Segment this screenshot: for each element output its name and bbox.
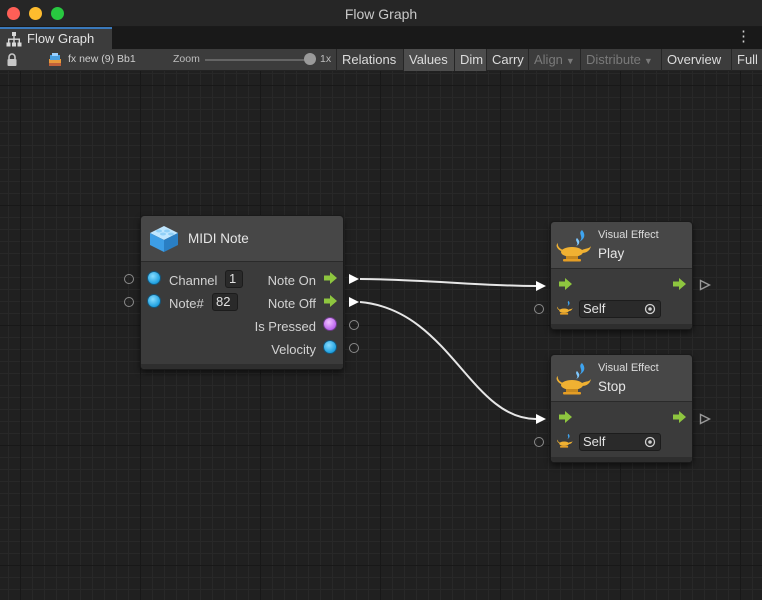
is-pressed-port-dot[interactable] [323, 317, 337, 331]
play-node-title: Play [598, 246, 625, 261]
is-pressed-label: Is Pressed [254, 319, 316, 334]
note-on-output-arrow[interactable] [348, 273, 360, 285]
genie-lamp-icon [557, 300, 573, 315]
stop-target-input-port[interactable] [534, 437, 544, 447]
play-target-input-port[interactable] [534, 304, 544, 314]
midi-note-title: MIDI Note [188, 231, 249, 246]
midi-note-header[interactable]: MIDI Note [141, 216, 343, 262]
zoom-label: Zoom [173, 53, 200, 65]
minimize-window-button[interactable] [29, 7, 42, 20]
stop-exit-control-port[interactable] [673, 411, 686, 423]
relations-button[interactable]: Relations [336, 49, 404, 71]
graph-toolbar: fx new (9) Bb1 Zoom 1x Relations Values … [0, 49, 762, 71]
note-off-output-arrow[interactable] [348, 296, 360, 308]
relations-label: Relations [342, 52, 397, 67]
tab-flow-graph[interactable]: Flow Graph [0, 27, 112, 49]
genie-lamp-icon [557, 433, 573, 448]
stop-enter-control-port[interactable] [559, 411, 572, 423]
stop-node-footer [551, 457, 692, 462]
overview-button[interactable]: Overview [661, 49, 731, 71]
note-number-value-field[interactable]: 82 [212, 293, 238, 311]
play-target-field[interactable]: Self [579, 300, 661, 318]
kebab-menu-icon[interactable]: ⋮ [736, 28, 751, 45]
zoom-slider-thumb[interactable] [304, 53, 316, 65]
note-number-port-dot[interactable] [147, 294, 161, 308]
stop-target-field[interactable]: Self [579, 433, 661, 451]
note-off-control-port[interactable] [324, 295, 337, 307]
tab-label: Flow Graph [27, 31, 95, 46]
dim-label: Dim [460, 52, 484, 67]
asset-label[interactable]: fx new (9) Bb1 [68, 53, 136, 65]
channel-input-port[interactable] [124, 274, 134, 284]
values-label: Values [409, 52, 448, 67]
zoom-slider-track[interactable] [205, 59, 313, 61]
play-target-value: Self [583, 301, 606, 316]
carry-label: Carry [492, 52, 524, 67]
window-title-bar: Flow Graph [0, 0, 762, 27]
hierarchy-icon [6, 32, 22, 47]
channel-port-dot[interactable] [147, 271, 161, 285]
carry-button[interactable]: Carry [486, 49, 528, 71]
window-title: Flow Graph [344, 6, 418, 22]
note-number-label: Note# [169, 296, 204, 311]
lock-icon[interactable] [6, 53, 18, 67]
channel-value-field[interactable]: 1 [225, 270, 243, 288]
is-pressed-output-port[interactable] [349, 320, 359, 330]
vfx-asset-icon [49, 53, 61, 66]
genie-lamp-icon [556, 230, 591, 262]
stop-node-category: Visual Effect [598, 362, 659, 374]
velocity-label: Velocity [271, 342, 316, 357]
align-dropdown[interactable]: Align▼ [528, 49, 580, 71]
play-output-arrow[interactable] [699, 279, 711, 291]
tab-bar: Flow Graph ⋮ [0, 27, 762, 49]
visual-effect-stop-node[interactable]: Visual Effect Stop Self [550, 354, 693, 463]
note-on-control-port[interactable] [324, 272, 337, 284]
object-picker-icon[interactable] [644, 303, 656, 315]
stop-target-value: Self [583, 434, 606, 449]
velocity-port-dot[interactable] [323, 340, 337, 354]
midi-note-footer [141, 364, 343, 369]
distribute-label: Distribute [586, 52, 641, 67]
genie-lamp-icon [556, 363, 591, 395]
dim-button[interactable]: Dim [454, 49, 486, 71]
distribute-dropdown[interactable]: Distribute▼ [580, 49, 661, 71]
channel-label: Channel [169, 273, 218, 288]
velocity-output-port[interactable] [349, 343, 359, 353]
stop-node-header[interactable]: Visual Effect Stop [551, 355, 692, 402]
midi-note-node[interactable]: MIDI Note Channel 1 Note# 82 Note On Not… [140, 215, 344, 370]
play-exit-control-port[interactable] [673, 278, 686, 290]
chevron-down-icon: ▼ [565, 56, 575, 66]
overview-label: Overview [667, 52, 722, 67]
play-node-header[interactable]: Visual Effect Play [551, 222, 692, 269]
values-button[interactable]: Values [403, 49, 454, 71]
visual-effect-play-node[interactable]: Visual Effect Play Self [550, 221, 693, 330]
object-picker-icon[interactable] [644, 436, 656, 448]
zoom-window-button[interactable] [51, 7, 64, 20]
full-screen-button[interactable]: Full Screen [731, 49, 762, 71]
close-window-button[interactable] [7, 7, 20, 20]
graph-canvas[interactable] [0, 71, 762, 600]
play-node-footer [551, 324, 692, 329]
stop-node-title: Stop [598, 379, 626, 394]
play-node-category: Visual Effect [598, 229, 659, 241]
play-enter-control-port[interactable] [559, 278, 572, 290]
full-screen-label: Full Screen [737, 52, 762, 67]
chevron-down-icon: ▼ [643, 56, 653, 66]
align-label: Align [534, 52, 563, 67]
stop-output-arrow[interactable] [699, 413, 711, 425]
note-off-label: Note Off [267, 296, 316, 311]
note-number-input-port[interactable] [124, 297, 134, 307]
zoom-value: 1x [320, 53, 332, 65]
midi-block-icon [150, 226, 178, 252]
note-on-label: Note On [267, 273, 316, 288]
